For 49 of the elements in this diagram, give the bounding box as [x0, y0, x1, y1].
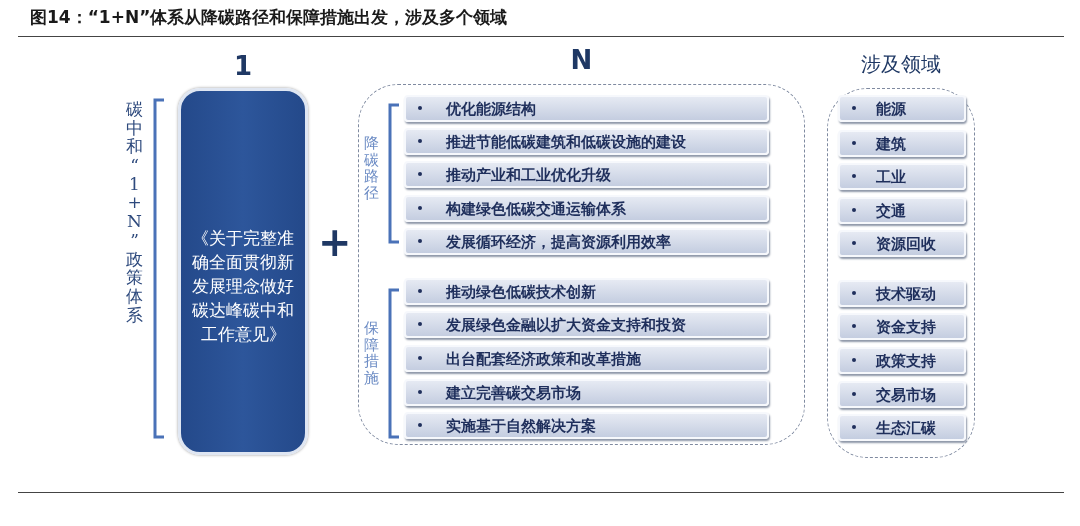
item-text: 推动绿色低碳技术创新: [446, 283, 596, 301]
column-heading: 1: [232, 51, 254, 81]
list-bar: [838, 197, 966, 224]
item-text: 能源: [876, 100, 906, 118]
item-text: 推进节能低碳建筑和低碳设施的建设: [446, 133, 686, 151]
item-text: 技术驱动: [876, 285, 936, 303]
item-text: 推动产业和工业优化升级: [446, 166, 611, 184]
item-text: 优化能源结构: [446, 100, 536, 118]
list-bar: [838, 95, 966, 122]
vertical-label: 碳中和“1+N”政策体系: [126, 100, 143, 325]
list-bar: [404, 228, 769, 255]
item-text: 实施基于自然解决方案: [446, 417, 596, 435]
item-text: 资金支持: [876, 318, 936, 336]
list-bar: [404, 128, 769, 155]
list-bar: [838, 347, 966, 374]
item-text: 发展绿色金融以扩大资金支持和投资: [446, 316, 686, 334]
figure-title: 图14：“1+N”体系从降碳路径和保障措施出发，涉及多个领域: [30, 6, 508, 29]
vertical-label: 降碳路径: [364, 135, 379, 201]
vertical-label: 保障措施: [364, 320, 379, 386]
list-bar: [404, 195, 769, 222]
item-text: 交易市场: [876, 386, 936, 404]
item-text: 建筑: [876, 135, 906, 153]
list-bar: [838, 381, 966, 408]
list-bar: [404, 161, 769, 188]
item-text: 发展循环经济，提高资源利用效率: [446, 233, 671, 251]
item-text: 出台配套经济政策和改革措施: [446, 350, 641, 368]
list-bar: [838, 280, 966, 307]
column-heading: N: [569, 45, 594, 75]
list-bar: [404, 311, 769, 338]
item-text: 资源回收: [876, 235, 936, 253]
list-bar: [404, 95, 769, 122]
item-text: 建立完善碳交易市场: [446, 384, 581, 402]
list-bar: [404, 278, 769, 305]
list-bar: [838, 163, 966, 190]
list-bar: [838, 313, 966, 340]
document-title: 《关于完整准确全面贯彻新发展理念做好碳达峰碳中和工作意见》: [191, 227, 295, 346]
list-bar: [404, 345, 769, 372]
list-bar: [404, 412, 769, 439]
list-bar: [404, 379, 769, 406]
column-heading: 涉及领域: [860, 51, 942, 78]
item-text: 生态汇碳: [876, 419, 936, 437]
item-text: 交通: [876, 202, 906, 220]
item-text: 工业: [876, 168, 906, 186]
item-text: 构建绿色低碳交通运输体系: [446, 200, 626, 218]
plus-sign: +: [318, 222, 352, 262]
list-bar: [838, 230, 966, 257]
list-bar: [838, 414, 966, 441]
list-bar: [838, 130, 966, 157]
item-text: 政策支持: [876, 352, 936, 370]
